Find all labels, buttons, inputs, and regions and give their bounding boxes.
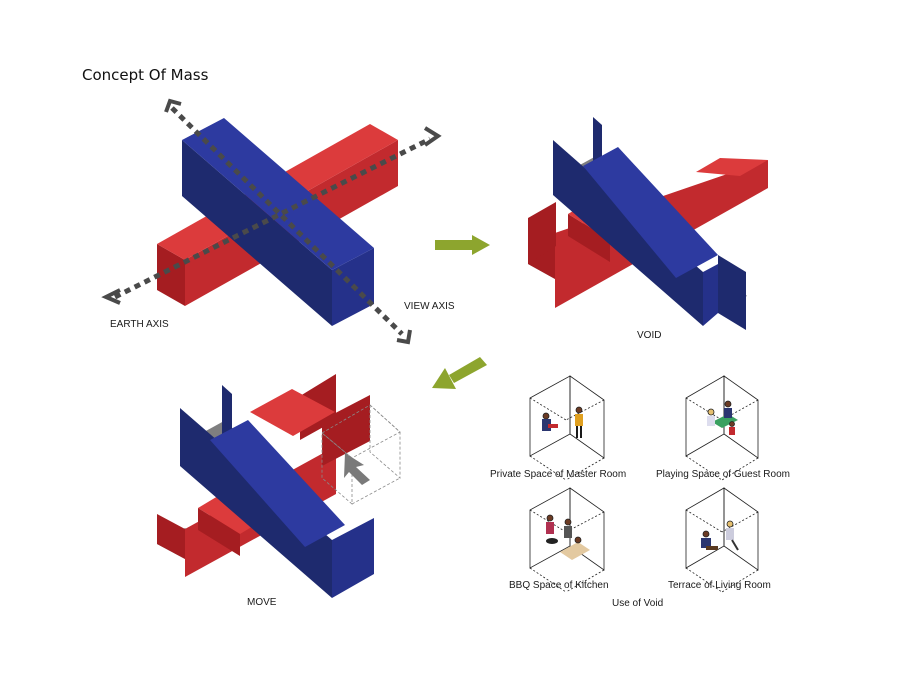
move-mass [157,374,401,598]
arrow-right-icon [435,235,490,255]
space-cube-living-room [685,487,759,593]
push-arrow-icon [344,453,370,485]
space-label: Private Space of Master Room [490,469,627,480]
space-cube-kitchen [529,487,605,593]
void-mass [528,117,768,330]
move-label: MOVE [247,597,277,608]
arrow-down-left-icon [432,357,487,389]
space-label: Playing Space of Guest Room [656,469,790,480]
space-label: Terrace of Living Room [668,580,771,591]
space-cube-master-room [529,375,605,481]
space-cube-guest-room [685,375,759,481]
red-mass-end-face [157,244,185,306]
blue-mass-left-face [182,140,332,326]
view-axis-label: VIEW AXIS [404,301,455,312]
space-label: BBQ Space of Kitchen [509,580,609,591]
blue-mass-top-face [182,118,374,270]
earth-axis-line [101,126,442,305]
earth-axis-label: EARTH AXIS [110,319,169,330]
view-axis-line [164,98,412,345]
use-of-void-label: Use of Void [612,598,664,609]
void-label: VOID [637,330,662,341]
page-title: Concept Of Mass [82,66,209,84]
